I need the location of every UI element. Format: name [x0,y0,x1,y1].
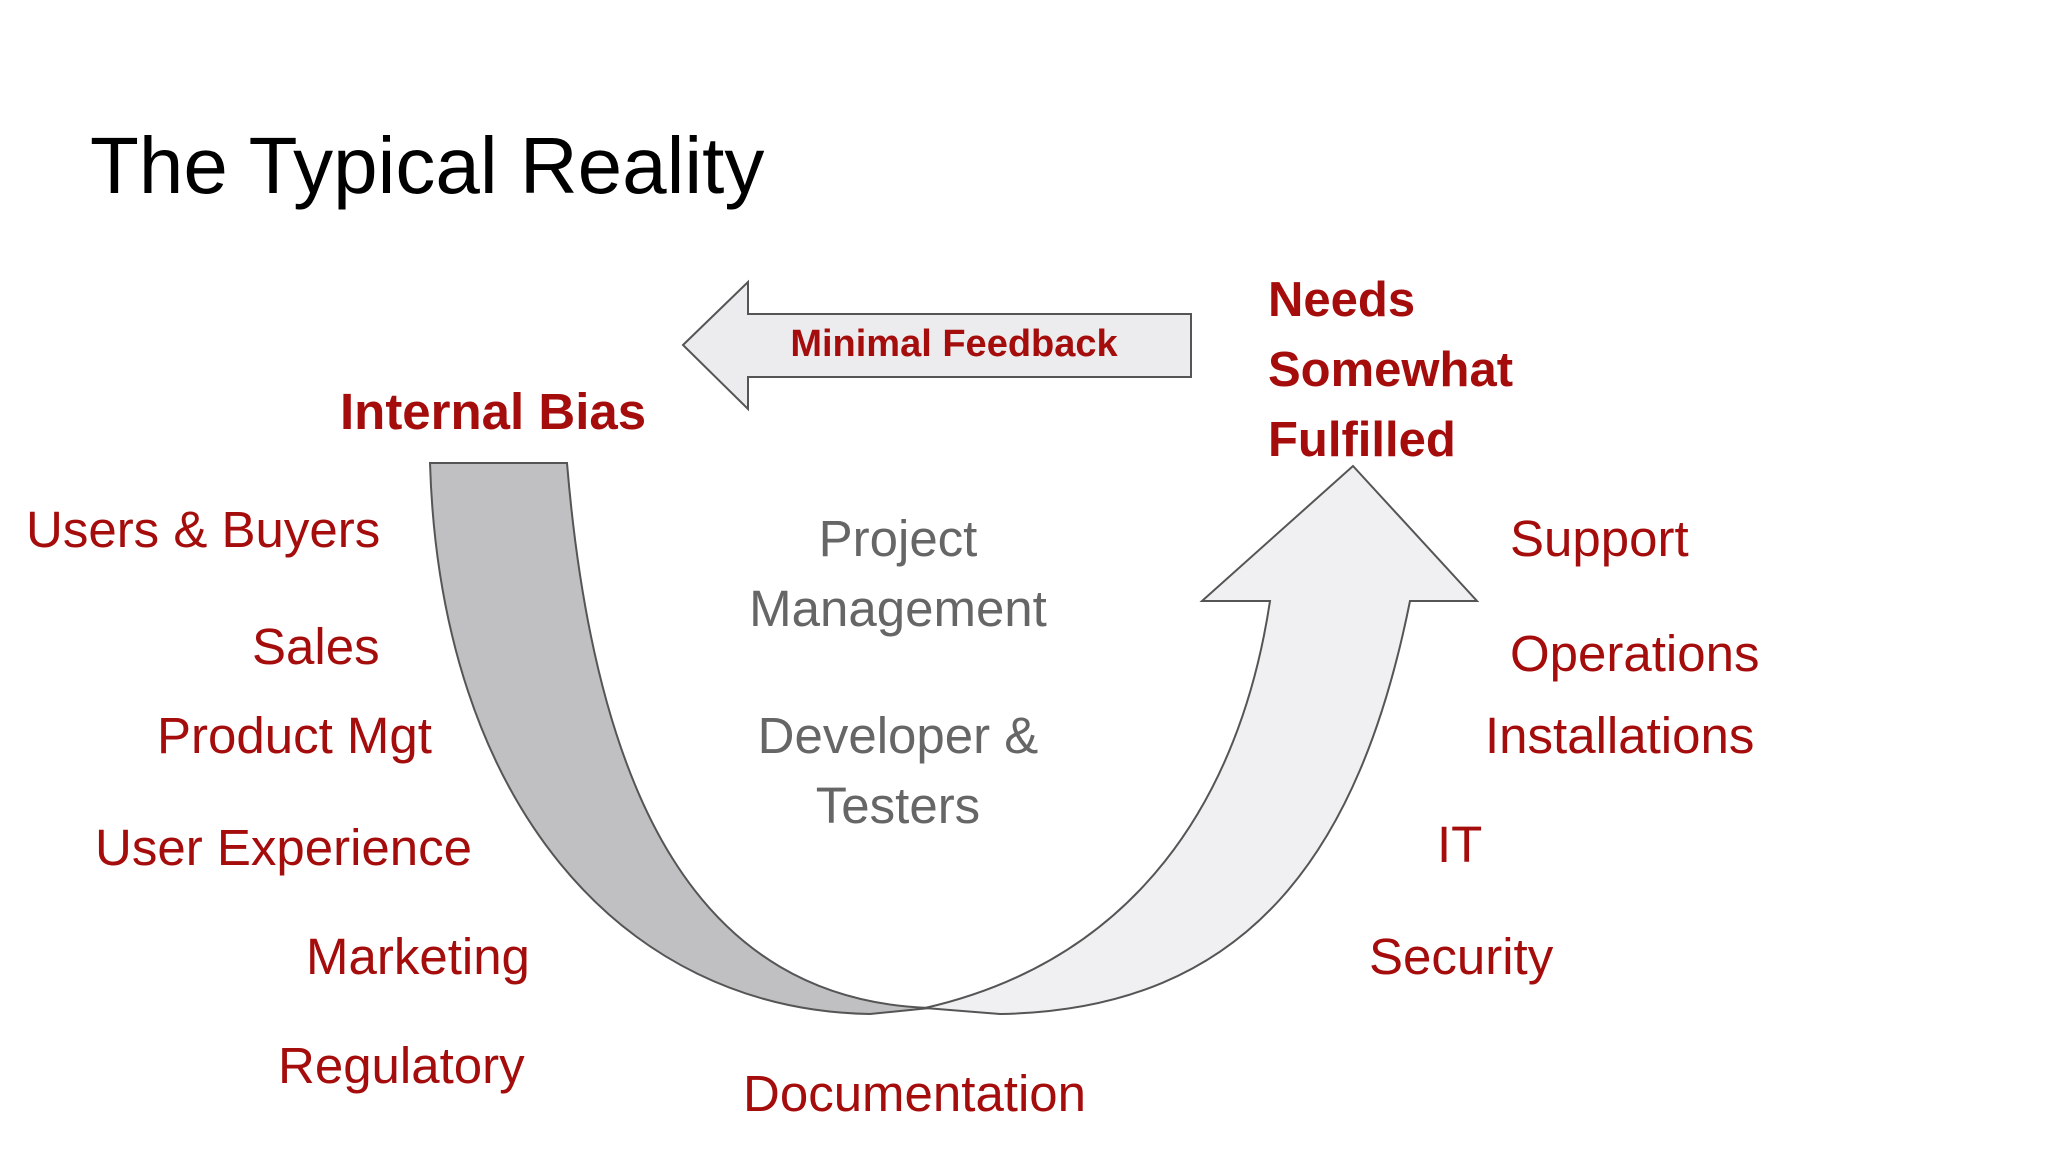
needs-line-3: Fulfilled [1268,413,1456,467]
right-group-support: Support [1510,510,1689,567]
minimal-feedback-arrow [681,279,1192,412]
center-project-line-2: Management [749,580,1047,637]
right-group-it: IT [1437,816,1483,873]
needs-line-2: Somewhat [1268,343,1514,397]
internal-bias-band [428,462,931,1016]
right-group-security: Security [1369,928,1554,985]
center-developers-line-2: Testers [815,777,981,834]
needs-fulfilled-arrow [924,464,1480,1016]
internal-bias-label: Internal Bias [340,383,647,440]
right-group-operations: Operations [1510,625,1760,682]
left-group-sales: Sales [252,618,380,675]
left-group-marketing: Marketing [306,928,530,985]
center-documentation: Documentation [743,1065,1087,1122]
left-group-regulatory: Regulatory [278,1037,525,1094]
center-project-line-1: Project [818,510,978,567]
right-group-installations: Installations [1485,707,1755,764]
left-group-product-mgt: Product Mgt [157,707,432,764]
slide-title: The Typical Reality [90,121,765,210]
minimal-feedback-label: Minimal Feedback [790,323,1118,365]
needs-line-1: Needs [1268,273,1416,327]
left-group-users-buyers: Users & Buyers [26,501,381,558]
center-developers-line-1: Developer & [757,707,1039,764]
left-group-user-experience: User Experience [95,819,472,876]
